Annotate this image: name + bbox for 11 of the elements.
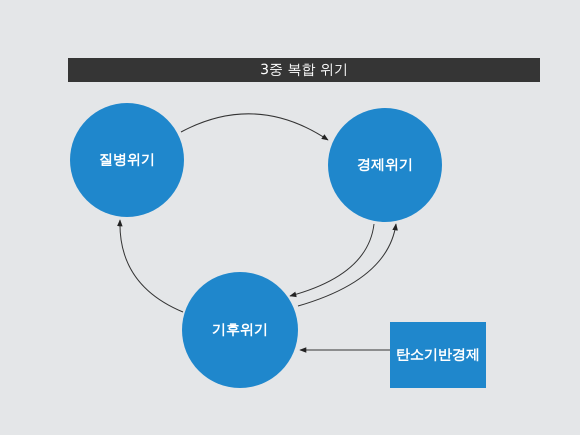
arrow [117, 219, 184, 312]
node-label: 질병위기 [99, 151, 155, 169]
arrow [298, 223, 398, 306]
arrow [180, 113, 329, 140]
node-label: 경제위기 [357, 156, 413, 174]
arrow [289, 224, 374, 297]
node-label: 탄소기반경제 [396, 346, 480, 364]
node-label: 기후위기 [212, 321, 268, 339]
cause-box [390, 322, 486, 388]
arrow [299, 347, 390, 353]
title-bar: 3중 복합 위기 [68, 58, 540, 82]
